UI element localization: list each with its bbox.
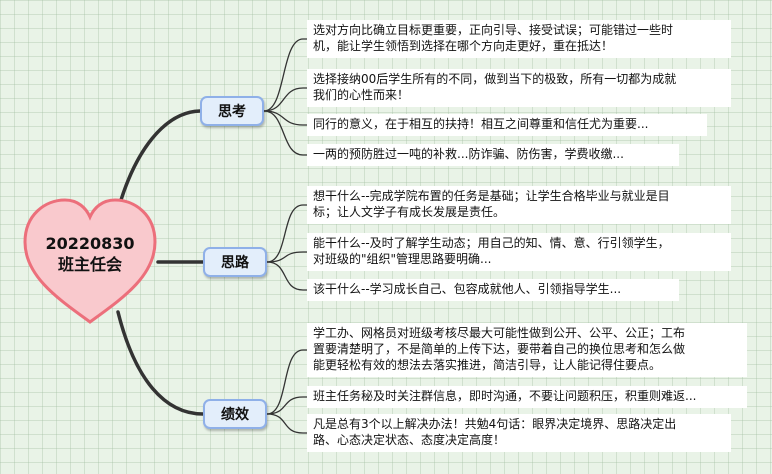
- leaf-link-0-0: [263, 38, 308, 112]
- branch-label: 思路: [221, 255, 249, 271]
- leaf-approach-1[interactable]: 想干什么--完成学院布置的任务是基础；让学生合格毕业与就业是目 标；让人文学子有…: [307, 186, 731, 224]
- leaf-link-1-0: [266, 204, 308, 263]
- branch-label: 思考: [218, 104, 246, 120]
- leaf-link-2-1: [266, 396, 308, 415]
- central-title: 20220830 班主任会: [45, 234, 135, 274]
- leaf-approach-3[interactable]: 该干什么--学习成长自己、包容成就他人、引领指导学生...: [307, 279, 679, 301]
- heart-shape: [23, 198, 157, 324]
- leaf-thinking-4[interactable]: 一两的预防胜过一吨的补救...防诈骗、防伤害，学费收缴...: [307, 144, 679, 166]
- central-topic[interactable]: 20220830 班主任会: [20, 195, 160, 325]
- branch-label: 绩效: [221, 407, 249, 423]
- main-link-performance: [116, 310, 205, 416]
- leaf-link-0-3: [263, 110, 308, 156]
- leaf-thinking-1[interactable]: 选对方向比确立目标更重要，正向引导、接受试误；可能错过一些时 机，能让学生领悟到…: [307, 20, 731, 58]
- leaf-link-1-1: [266, 251, 308, 263]
- leaf-link-0-2: [263, 110, 308, 126]
- branch-thinking[interactable]: 思考: [200, 96, 264, 126]
- leaf-performance-3[interactable]: 凡是总有3个以上解决办法！共勉4句话：眼界决定境界、思路决定出 路、心态决定状态…: [307, 414, 731, 452]
- branch-performance[interactable]: 绩效: [203, 399, 267, 429]
- leaf-performance-1[interactable]: 学工办、网格员对班级考核尽最大可能性做到公开、公平、公正；工布 置要清楚明了，不…: [307, 323, 747, 377]
- leaf-link-2-2: [266, 413, 308, 434]
- main-link-thinking: [116, 109, 202, 212]
- leaf-link-2-0: [266, 349, 308, 415]
- leaf-thinking-3[interactable]: 同行的意义，在于相互的扶持！相互之间尊重和信任尤为重要...: [307, 114, 707, 136]
- leaf-link-0-1: [263, 87, 308, 112]
- leaf-thinking-2[interactable]: 选择接纳00后学生所有的不同，做到当下的极致，所有一切都为成就 我们的心性而来！: [307, 69, 731, 107]
- leaf-link-1-2: [266, 261, 308, 291]
- branch-approach[interactable]: 思路: [203, 247, 267, 277]
- leaf-approach-2[interactable]: 能干什么--及时了解学生动态；用自己的知、情、意、行引领学生， 对班级的"组织"…: [307, 233, 731, 271]
- leaf-performance-2[interactable]: 班主任务秘及时关注群信息，即时沟通，不要让问题积压，积重则难返...: [307, 386, 747, 408]
